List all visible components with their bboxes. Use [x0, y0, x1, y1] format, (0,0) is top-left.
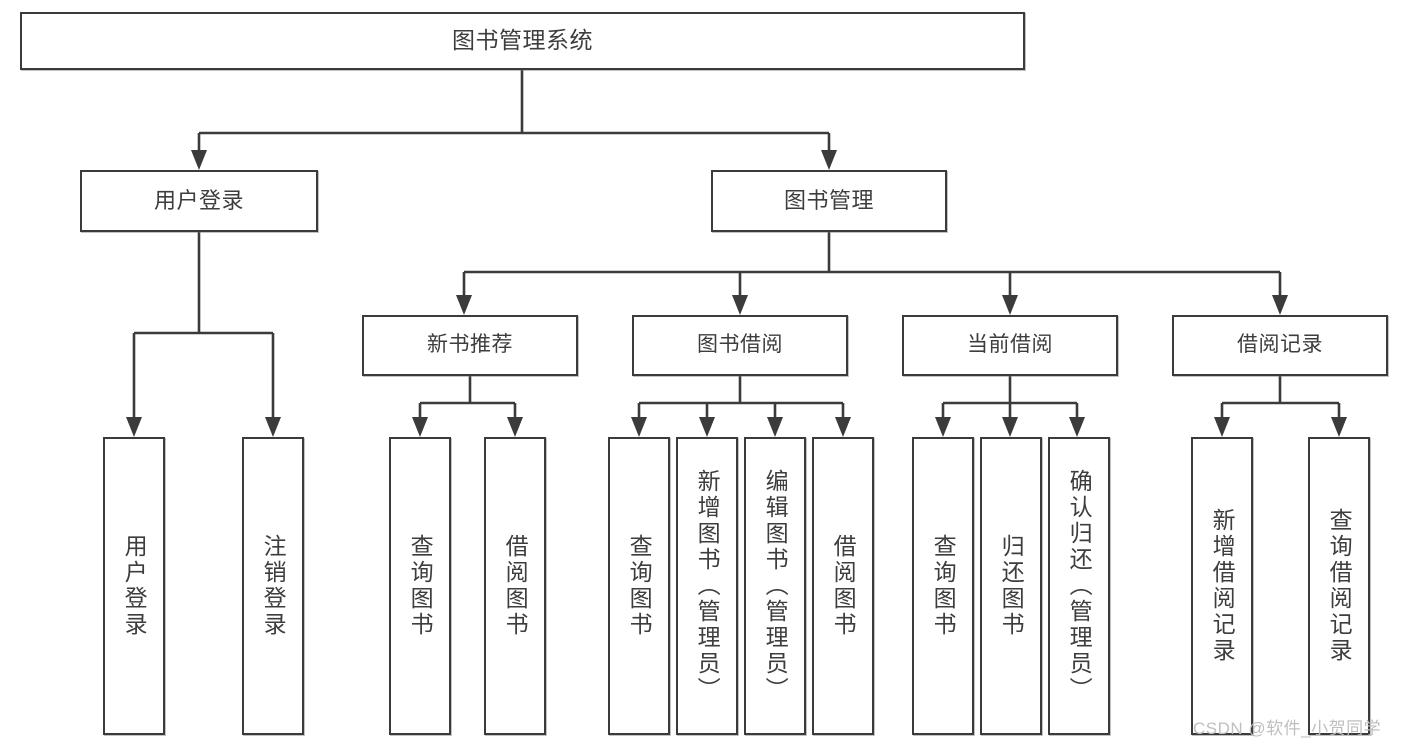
node-label: 用户登录	[121, 534, 148, 638]
leaf-record-add-borrow-record[interactable]: 新增借阅记录	[1191, 437, 1253, 735]
arrowhead-borrow-l4	[835, 417, 851, 437]
node-label: 用户登录	[153, 188, 244, 214]
leaf-newbook-borrow-book[interactable]: 借阅图书	[484, 437, 546, 735]
leaf-current-query-book[interactable]: 查询图书	[912, 437, 974, 735]
node-current-borrow[interactable]: 当前借阅	[902, 315, 1118, 376]
node-label: 借阅图书	[830, 534, 857, 638]
leaf-current-return-book[interactable]: 归还图书	[980, 437, 1042, 735]
arrowhead-user-login-leaf1	[126, 417, 142, 437]
arrowhead-book-mgmt-c3	[1002, 295, 1018, 315]
node-label: 图书管理系统	[452, 27, 593, 54]
arrowhead-current-l1	[935, 417, 951, 437]
leaf-current-confirm-return-admin[interactable]: 确认归还（管理员）	[1048, 437, 1110, 735]
arrowhead-newbook-l1	[412, 417, 428, 437]
node-user-login[interactable]: 用户登录	[80, 170, 318, 232]
arrowhead-root-book-mgmt	[821, 150, 837, 170]
arrowhead-book-mgmt-c2	[732, 295, 748, 315]
leaf-user-login[interactable]: 用户登录	[103, 437, 165, 735]
arrowhead-newbook-l2	[507, 417, 523, 437]
node-label: 图书管理	[783, 188, 874, 214]
node-label: 注销登录	[260, 534, 287, 638]
leaf-record-query-borrow-record[interactable]: 查询借阅记录	[1308, 437, 1370, 735]
arrowhead-user-login-leaf2	[265, 417, 281, 437]
node-label: 查询图书	[626, 534, 653, 638]
leaf-borrow-edit-book-admin[interactable]: 编辑图书（管理员）	[744, 437, 806, 735]
arrowhead-record-l2	[1331, 417, 1347, 437]
node-label: 图书借阅	[697, 333, 783, 357]
arrowhead-current-l3	[1069, 417, 1085, 437]
leaf-logout-login[interactable]: 注销登录	[242, 437, 304, 735]
node-label: 新书推荐	[427, 333, 513, 357]
arrowhead-record-l1	[1214, 417, 1230, 437]
node-borrow-record[interactable]: 借阅记录	[1172, 315, 1388, 376]
node-book-management[interactable]: 图书管理	[711, 170, 947, 232]
leaf-newbook-query-book[interactable]: 查询图书	[389, 437, 451, 735]
leaf-borrow-borrow-book[interactable]: 借阅图书	[812, 437, 874, 735]
node-label: 查询图书	[407, 534, 434, 638]
node-label: 借阅图书	[502, 534, 529, 638]
arrowhead-root-user-login	[191, 150, 207, 170]
arrowhead-borrow-l3	[767, 417, 783, 437]
node-label: 查询借阅记录	[1326, 508, 1353, 664]
node-label: 编辑图书（管理员）	[762, 469, 789, 703]
node-label: 新增图书（管理员）	[694, 469, 721, 703]
node-book-borrow[interactable]: 图书借阅	[632, 315, 848, 376]
node-label: 归还图书	[998, 534, 1025, 638]
node-label: 确认归还（管理员）	[1066, 469, 1093, 703]
node-label: 查询图书	[930, 534, 957, 638]
node-label: 借阅记录	[1237, 333, 1323, 357]
node-label: 新增借阅记录	[1209, 508, 1236, 664]
node-label: 当前借阅	[967, 333, 1053, 357]
arrowhead-borrow-l1	[631, 417, 647, 437]
arrowhead-book-mgmt-c1	[456, 295, 472, 315]
arrowhead-borrow-l2	[699, 417, 715, 437]
leaf-borrow-query-book[interactable]: 查询图书	[608, 437, 670, 735]
leaf-borrow-add-book-admin[interactable]: 新增图书（管理员）	[676, 437, 738, 735]
node-new-book-recommend[interactable]: 新书推荐	[362, 315, 578, 376]
arrowhead-current-l2	[1002, 417, 1018, 437]
arrowhead-book-mgmt-c4	[1272, 295, 1288, 315]
node-root-book-management-system[interactable]: 图书管理系统	[20, 12, 1025, 70]
